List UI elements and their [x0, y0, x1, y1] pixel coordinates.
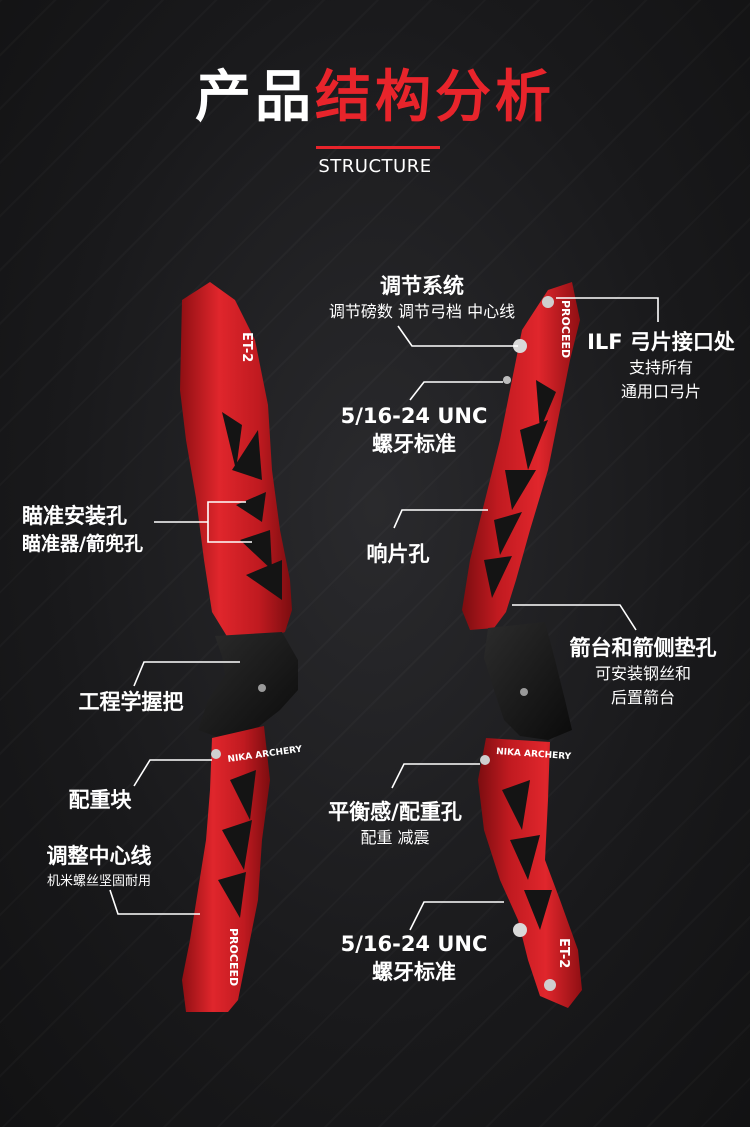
right-upper-cutouts [484, 380, 556, 598]
callout-line-balance [391, 763, 480, 789]
title-underline [316, 146, 440, 149]
label-clicker-hole: 响片孔 [348, 540, 448, 568]
label-unc-top: 5/16-24 UNC 螺牙标准 [326, 402, 502, 458]
label-unc-top-title: 5/16-24 UNC [340, 404, 488, 428]
right-grip-screw [520, 688, 528, 696]
right-lower-cutouts [502, 780, 552, 930]
label-unc-top-desc: 螺牙标准 [372, 432, 456, 456]
title-white-part: 产品 [195, 65, 315, 130]
left-brand-mark: PROCEED [227, 928, 240, 986]
callout-line-adjust [397, 325, 518, 347]
label-arrow-rest-desc-1: 可安装钢丝和 [594, 664, 691, 683]
left-grip-screw [258, 684, 266, 692]
title-red-part: 结构分析 [315, 65, 555, 130]
label-balance-hole-title: 平衡感/配重孔 [328, 800, 462, 824]
right-ilf-pin [542, 296, 554, 308]
label-unc-bottom-title: 5/16-24 UNC [340, 932, 488, 956]
right-limb-bolt-top [513, 339, 527, 353]
label-adjust-system: 调节系统 调节磅数 调节弓档 中心线 [322, 272, 522, 324]
right-unc-screw-top [503, 376, 511, 384]
callout-line-ilf [556, 297, 659, 322]
label-center-line-title: 调整中心线 [46, 844, 152, 868]
label-unc-bottom: 5/16-24 UNC 螺牙标准 [326, 930, 502, 986]
left-riser-lower-limb [182, 726, 270, 1012]
label-grip: 工程学握把 [56, 688, 206, 716]
right-grip [484, 622, 572, 740]
label-ilf-desc-1: 支持所有 [628, 358, 693, 377]
label-arrow-rest-title: 箭台和箭侧垫孔 [569, 636, 717, 660]
callout-line-sight-bracket [207, 501, 252, 543]
left-riser: ET-2 NIKA ARCHERY PROCEED [180, 282, 303, 1012]
label-sight-holes: 瞄准安装孔 瞄准器/箭兜孔 [22, 502, 172, 558]
right-ilf-pin-bottom [544, 979, 556, 991]
right-riser-lower-limb [478, 738, 582, 1008]
callout-line-clicker [393, 509, 488, 529]
label-ilf-title: ILF 弓片接口处 [587, 330, 735, 354]
label-center-line: 调整中心线 机米螺丝坚固耐用 [26, 842, 172, 894]
label-weight-block: 配重块 [60, 786, 140, 814]
label-ilf: ILF 弓片接口处 支持所有 通用口弓片 [572, 328, 750, 404]
label-balance-hole-desc: 配重 减震 [360, 828, 430, 847]
left-grip [198, 632, 298, 738]
callout-line-grip [133, 661, 240, 687]
callout-line-weight [133, 759, 212, 787]
left-upper-cutouts [222, 412, 282, 600]
label-balance-hole: 平衡感/配重孔 配重 减震 [302, 798, 488, 850]
left-weight-screw [211, 749, 221, 759]
right-riser-upper-limb [462, 282, 580, 630]
right-limb-bolt-bottom [513, 923, 527, 937]
right-model-mark: ET-2 [556, 938, 571, 968]
label-center-line-desc: 机米螺丝坚固耐用 [46, 874, 151, 889]
right-brand-mark: PROCEED [559, 300, 572, 358]
callout-line-center [109, 889, 200, 915]
label-adjust-system-desc: 调节磅数 调节弓档 中心线 [328, 302, 516, 321]
label-grip-title: 工程学握把 [78, 690, 184, 714]
left-lower-cutouts [218, 770, 256, 918]
callout-line-unc-top [409, 381, 503, 401]
callout-line-unc-bottom [409, 901, 504, 931]
label-clicker-hole-title: 响片孔 [366, 542, 430, 566]
label-adjust-system-title: 调节系统 [380, 274, 464, 298]
label-arrow-rest-desc-2: 后置箭台 [610, 688, 675, 707]
right-riser: PROCEED NIKA ARCHERY ET-2 [462, 282, 582, 1008]
label-sight-holes-desc: 瞄准器/箭兜孔 [22, 533, 143, 555]
label-arrow-rest: 箭台和箭侧垫孔 可安装钢丝和 后置箭台 [548, 634, 738, 710]
label-ilf-desc-2: 通用口弓片 [620, 382, 701, 401]
callout-line-rest [512, 604, 637, 631]
callout-lines [109, 297, 659, 931]
page-subtitle: STRUCTURE [318, 156, 432, 177]
label-weight-block-title: 配重块 [68, 788, 132, 812]
right-balance-screw [480, 755, 490, 765]
label-sight-holes-title: 瞄准安装孔 [22, 504, 127, 528]
left-model-mark: ET-2 [239, 332, 254, 362]
page-title: 产品结构分析 [0, 58, 750, 138]
label-unc-bottom-desc: 螺牙标准 [372, 960, 456, 984]
